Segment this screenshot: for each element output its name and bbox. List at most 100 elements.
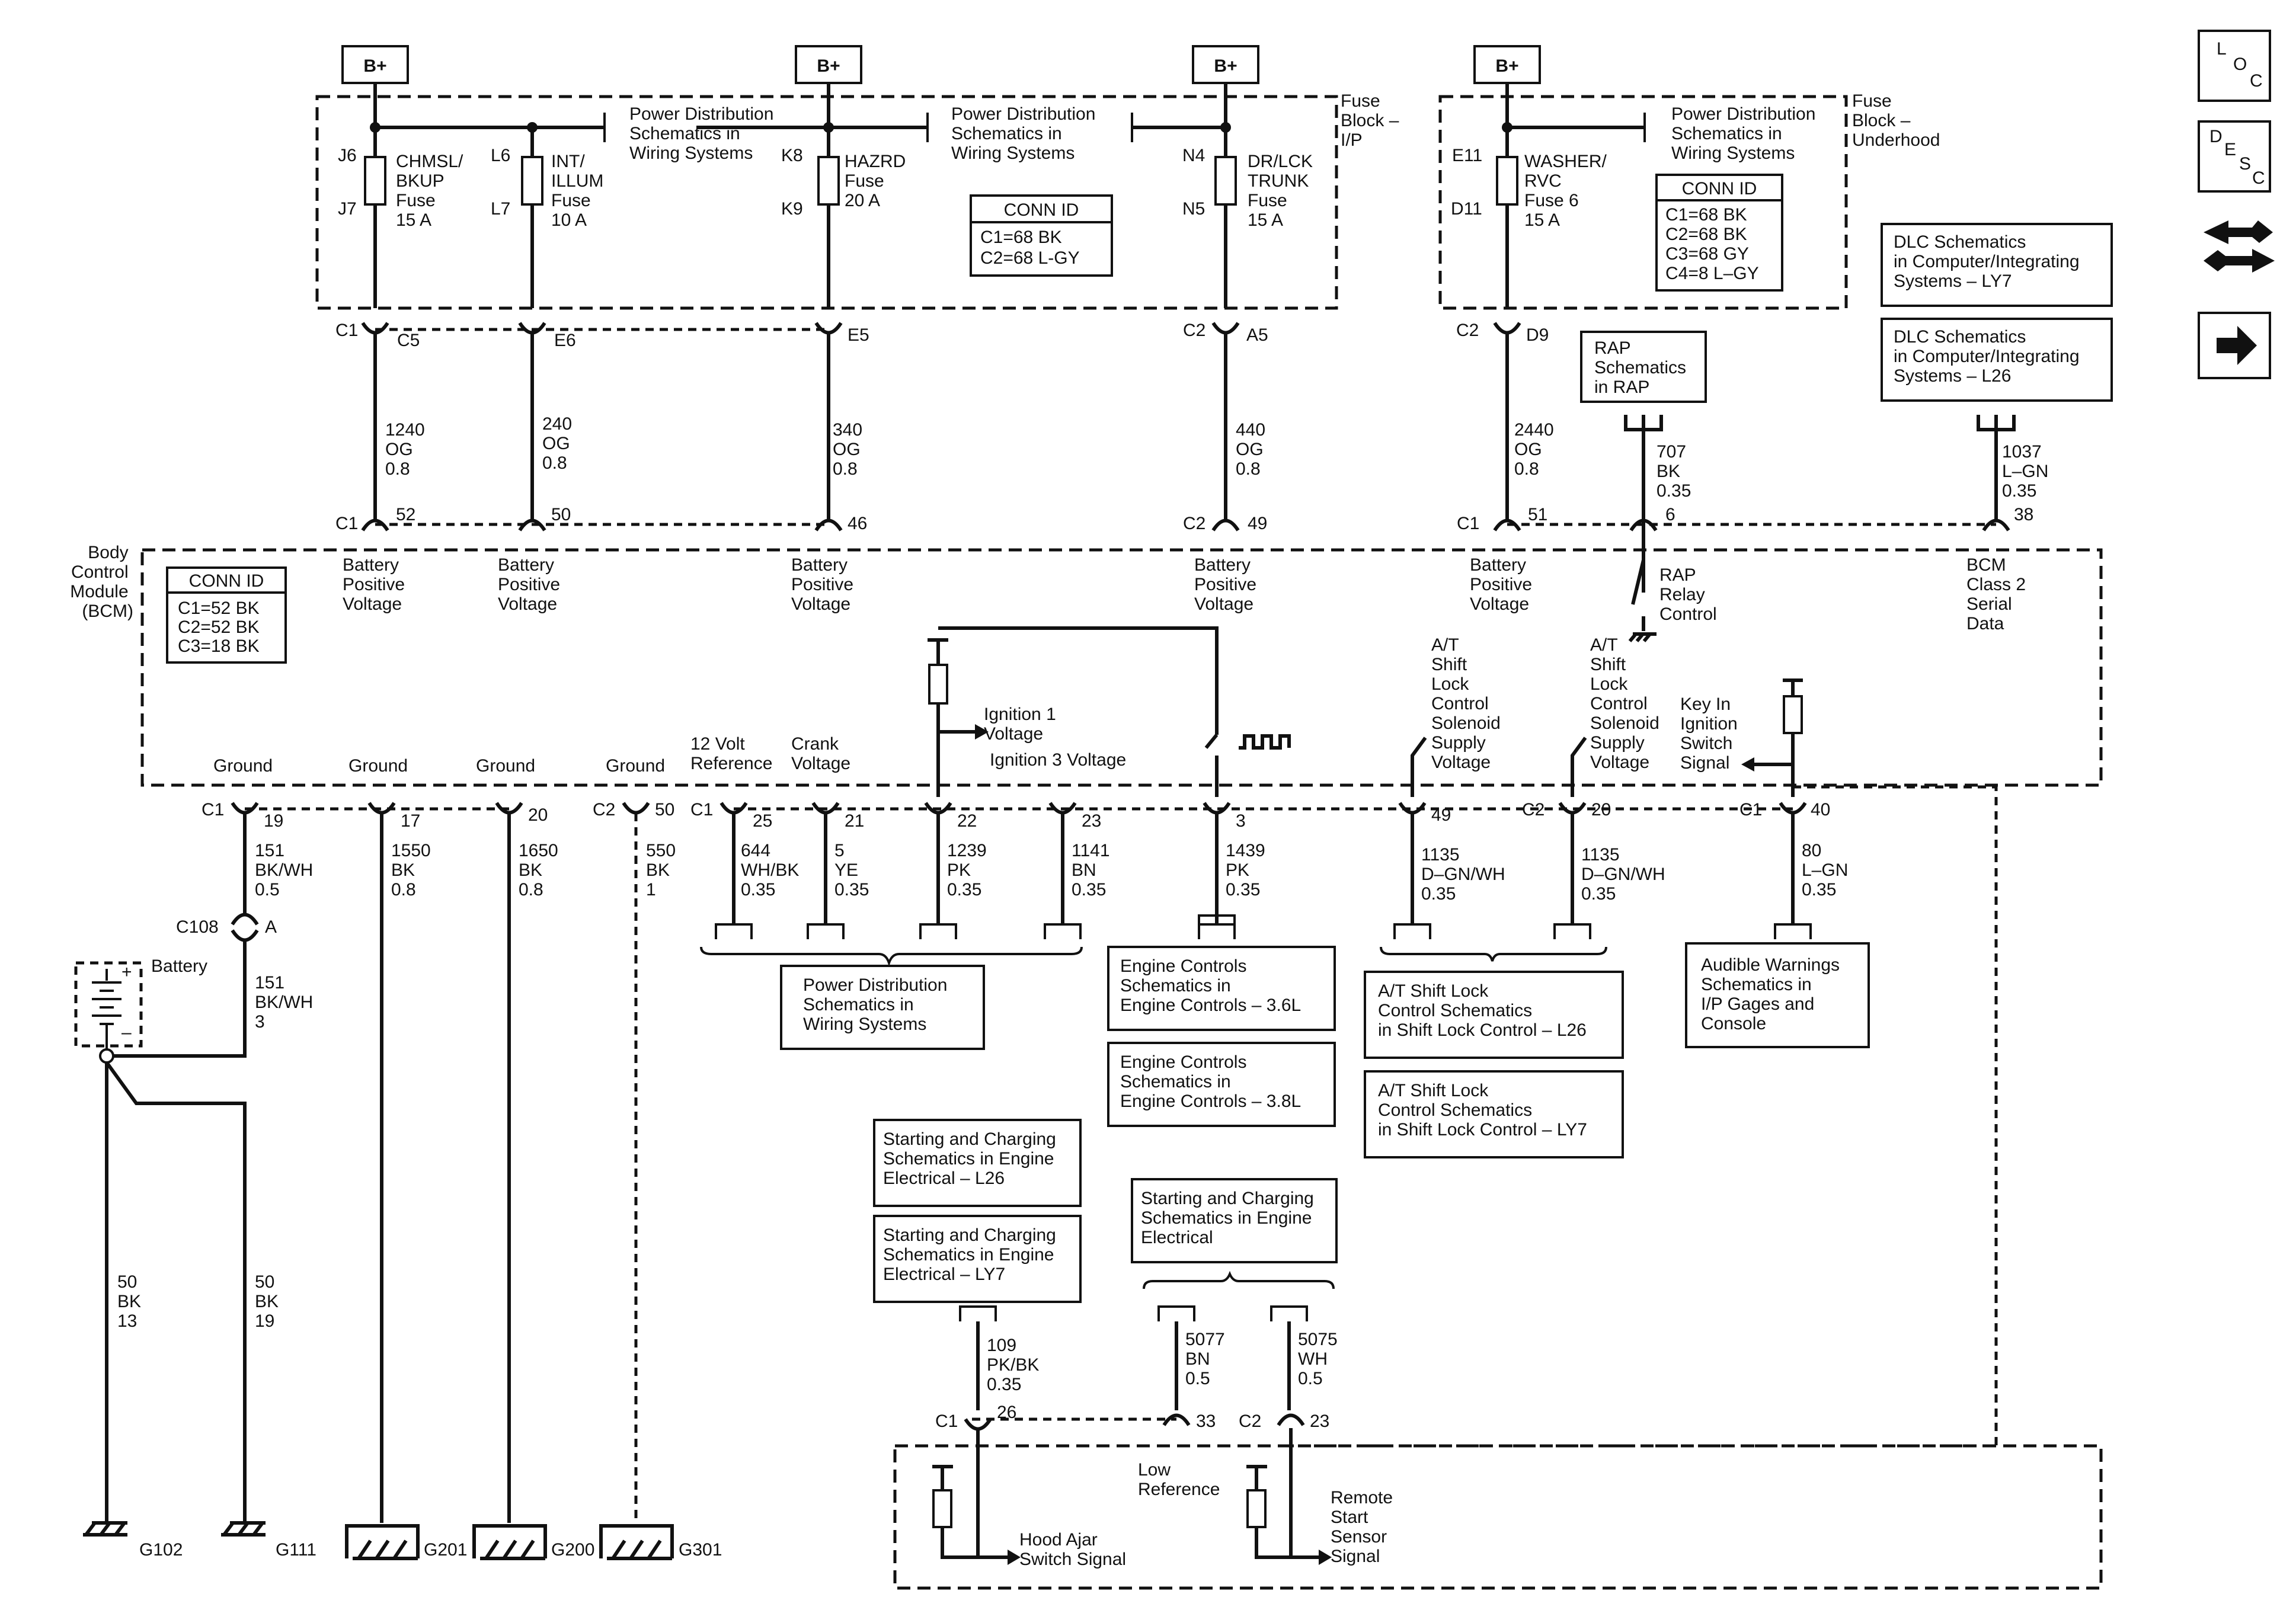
fuse-block-underhood-label: Fuse Block – Underhood <box>1852 91 1940 150</box>
pd-text-ip-2: Power Distribution Schematics in Wiring … <box>951 104 1101 163</box>
bcm-label: Body Control Module (BCM) <box>70 543 133 621</box>
loc-icon[interactable]: L O C <box>2198 30 2271 102</box>
svg-text:C: C <box>2252 168 2265 188</box>
svg-text:K8: K8 <box>781 146 803 165</box>
pd-bracket-1 <box>603 113 1133 142</box>
at-shift-switch-1 <box>1411 737 1427 797</box>
ign3-label: Ignition 3 Voltage <box>990 750 1126 770</box>
svg-text:S: S <box>2239 154 2251 174</box>
svg-text:C2: C2 <box>1183 514 1205 533</box>
svg-text:C2=52 BK: C2=52 BK <box>178 617 260 637</box>
svg-text:3: 3 <box>1236 811 1246 831</box>
rap-relay-switch <box>1628 536 1657 642</box>
remote-start-resistor <box>1246 1489 1267 1528</box>
lower-pin-labels: C1 26 33 C2 23 <box>935 1403 1329 1431</box>
svg-text:20: 20 <box>1591 800 1611 820</box>
bplus-label: B+ <box>817 56 840 76</box>
svg-text:+: + <box>121 962 132 982</box>
desc-icon[interactable]: D E S C <box>2198 120 2271 193</box>
next-arrow-icon[interactable] <box>2198 312 2271 379</box>
svg-text:L7: L7 <box>491 199 510 219</box>
fuse-block-underhood-outline <box>1438 95 1848 310</box>
svg-text:CONN ID: CONN ID <box>1004 200 1079 220</box>
ground-labels: G102 G111 G201 G200 G301 <box>139 1540 722 1560</box>
svg-text:G102: G102 <box>139 1540 183 1560</box>
svg-text:C2: C2 <box>1239 1411 1261 1431</box>
bcm-bottom-wires <box>243 813 1795 1523</box>
svg-text:L: L <box>2217 39 2227 59</box>
svg-text:DLC Schematics in Comput: DLC Schematics in Computer/Integrating S… <box>1894 327 2084 386</box>
fuse-pin-labels-ip: J6 J7 L6 L7 K8 K9 N4 N5 <box>338 146 1205 219</box>
svg-text:C3=18 BK: C3=18 BK <box>178 636 260 656</box>
rap-ref[interactable]: RAP Schematics in RAP <box>1580 331 1707 403</box>
svg-text:26: 26 <box>997 1403 1016 1422</box>
bcm-top-connector-symbols <box>361 518 2010 532</box>
fuse-washer-label: WASHER/ RVC Fuse 6 15 A <box>1524 152 1611 230</box>
fuse-hazrd-label: HAZRD Fuse 20 A <box>845 152 911 210</box>
svg-text:G301: G301 <box>679 1540 722 1560</box>
svg-text:38: 38 <box>2014 505 2033 524</box>
svg-text:C1=68 BK: C1=68 BK <box>980 228 1062 247</box>
eng-ref-bracket <box>1198 914 1236 933</box>
svg-text:C2: C2 <box>593 800 615 820</box>
dlc-ly7-ref[interactable]: DLC Schematics in Computer/Integrating S… <box>1881 223 2113 307</box>
ign1-circuit <box>928 626 1219 797</box>
at-shift-switch-2 <box>1571 737 1587 797</box>
fuse-chmsl-label: CHMSL/ BKUP Fuse 15 A <box>396 152 468 230</box>
svg-text:D9: D9 <box>1526 325 1549 345</box>
svg-text:C1: C1 <box>690 800 713 820</box>
pd-text-ip-1: Power Distribution Schematics in Wiring … <box>629 104 779 163</box>
ground-symbols <box>83 1521 674 1560</box>
svg-text:52: 52 <box>396 505 415 524</box>
connector-swap-icon[interactable] <box>2204 220 2275 273</box>
svg-text:C2: C2 <box>1456 321 1479 340</box>
svg-text:C1: C1 <box>202 800 224 820</box>
svg-text:D: D <box>2209 127 2223 146</box>
svg-text:C1: C1 <box>1457 514 1479 533</box>
svg-text:N5: N5 <box>1182 199 1205 219</box>
fuse-washer-top-pin: E11 <box>1452 146 1482 165</box>
svg-text:RAP Schematics in: RAP Schematics in RAP <box>1594 338 1691 397</box>
bcm-bottom-pin-labels: C1 19 17 20 C2 50 C1 25 21 22 23 3 49 C2… <box>202 800 1830 831</box>
svg-text:E6: E6 <box>554 331 576 350</box>
conn-id-underhood: CONN ID C1=68 BK C2=68 BK C3=68 GY C4=8 … <box>1655 174 1783 292</box>
dlc-l26-ref[interactable]: DLC Schematics in Computer/Integrating S… <box>1881 318 2113 402</box>
svg-text:40: 40 <box>1811 800 1830 820</box>
svg-text:C4=8 L–GY: C4=8 L–GY <box>1665 264 1759 283</box>
svg-text:L6: L6 <box>491 146 510 165</box>
fuse-symbols-ip <box>364 156 1237 206</box>
battery-terminal <box>99 1048 114 1064</box>
hood-ajar-arrowhead <box>1008 1550 1021 1565</box>
svg-text:19: 19 <box>264 811 283 831</box>
lower-wires <box>976 1321 1293 1558</box>
